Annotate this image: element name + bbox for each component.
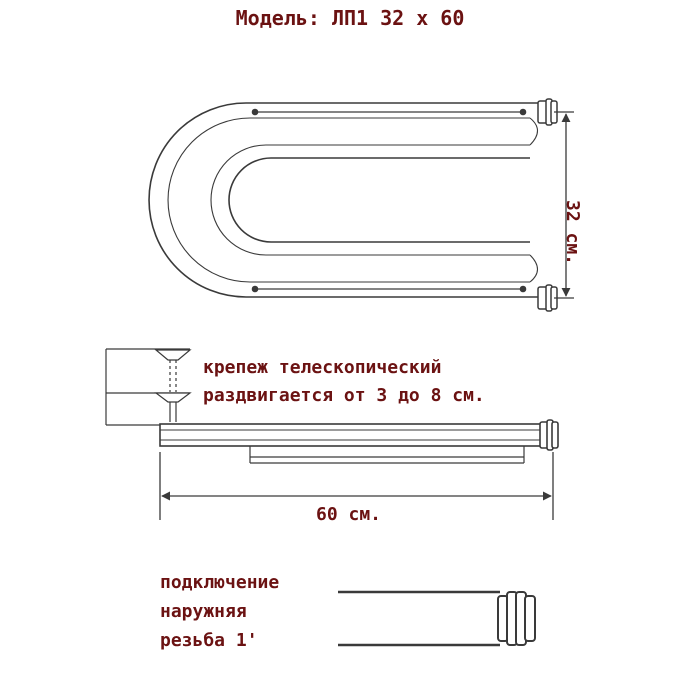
width-dimension-label: 60 см. [316, 504, 382, 525]
thread-connection-detail [338, 590, 536, 647]
connection-note-line2: наружняя [160, 601, 247, 622]
telescopic-mount-detail [105, 348, 192, 426]
towel-rail-side-view [159, 419, 559, 464]
connection-note-line3: резьба 1' [160, 630, 258, 651]
height-dimension-label: 32 см. [562, 200, 583, 266]
width-dimension-line [159, 452, 554, 520]
towel-rail-top-view [148, 102, 540, 298]
height-dimension-line [554, 111, 574, 299]
mount-note-line2: раздвигается от 3 до 8 см. [203, 385, 485, 406]
model-title: Модель: ЛП1 32 x 60 [235, 6, 465, 30]
connection-note-line1: подключение [160, 572, 280, 593]
mount-note-line1: крепеж телескопический [203, 357, 442, 378]
